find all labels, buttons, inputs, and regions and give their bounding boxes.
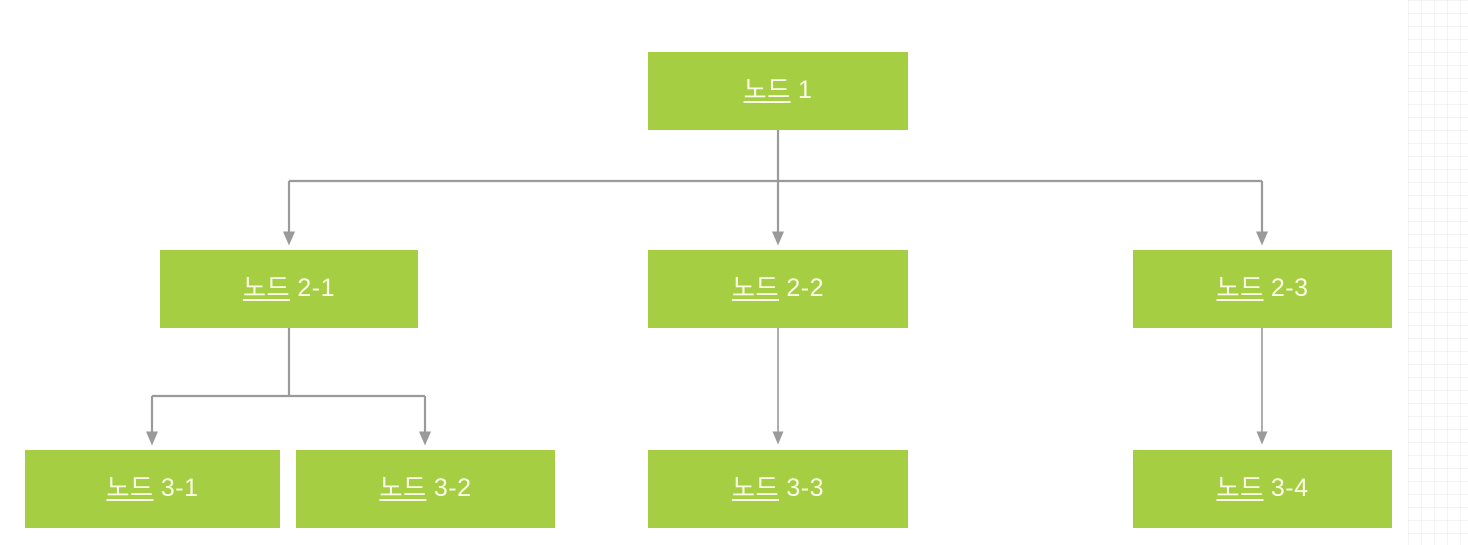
node-2-2-label: 노드 2-2 (732, 276, 824, 302)
node-2-1-label-suffix: 2-1 (289, 274, 336, 302)
node-1-label-korean: 노드 (743, 76, 791, 104)
node-3-1[interactable]: 노드 3-1 (25, 450, 280, 528)
node-1-label-suffix: 1 (790, 76, 813, 104)
node-3-1-label: 노드 3-1 (106, 476, 198, 502)
node-3-3-label: 노드 3-3 (732, 476, 824, 502)
node-1[interactable]: 노드 1 (648, 52, 908, 130)
node-3-3-label-suffix: 3-3 (778, 474, 825, 502)
node-3-2-label-korean: 노드 (379, 474, 427, 502)
node-2-2-label-korean: 노드 (731, 274, 779, 302)
node-2-3-label: 노드 2-3 (1216, 276, 1308, 302)
node-2-2[interactable]: 노드 2-2 (648, 250, 908, 328)
node-2-3-label-korean: 노드 (1216, 274, 1264, 302)
node-3-3[interactable]: 노드 3-3 (648, 450, 908, 528)
node-2-3[interactable]: 노드 2-3 (1133, 250, 1392, 328)
node-2-1-label-korean: 노드 (242, 274, 290, 302)
node-3-4[interactable]: 노드 3-4 (1133, 450, 1392, 528)
node-2-3-label-suffix: 2-3 (1263, 274, 1309, 302)
node-3-1-label-korean: 노드 (106, 474, 154, 502)
node-3-4-label: 노드 3-4 (1216, 476, 1308, 502)
node-3-4-label-korean: 노드 (1216, 474, 1264, 502)
node-3-2-label-suffix: 3-2 (426, 474, 472, 502)
node-2-1-label: 노드 2-1 (243, 276, 335, 302)
node-2-2-label-suffix: 2-2 (778, 274, 825, 302)
node-3-2-label: 노드 3-2 (379, 476, 471, 502)
node-3-3-label-korean: 노드 (731, 474, 779, 502)
node-2-1[interactable]: 노드 2-1 (160, 250, 418, 328)
node-3-1-label-suffix: 3-1 (153, 474, 199, 502)
node-1-label: 노드 1 (744, 78, 813, 104)
node-3-4-label-suffix: 3-4 (1263, 474, 1309, 502)
node-3-2[interactable]: 노드 3-2 (296, 450, 555, 528)
